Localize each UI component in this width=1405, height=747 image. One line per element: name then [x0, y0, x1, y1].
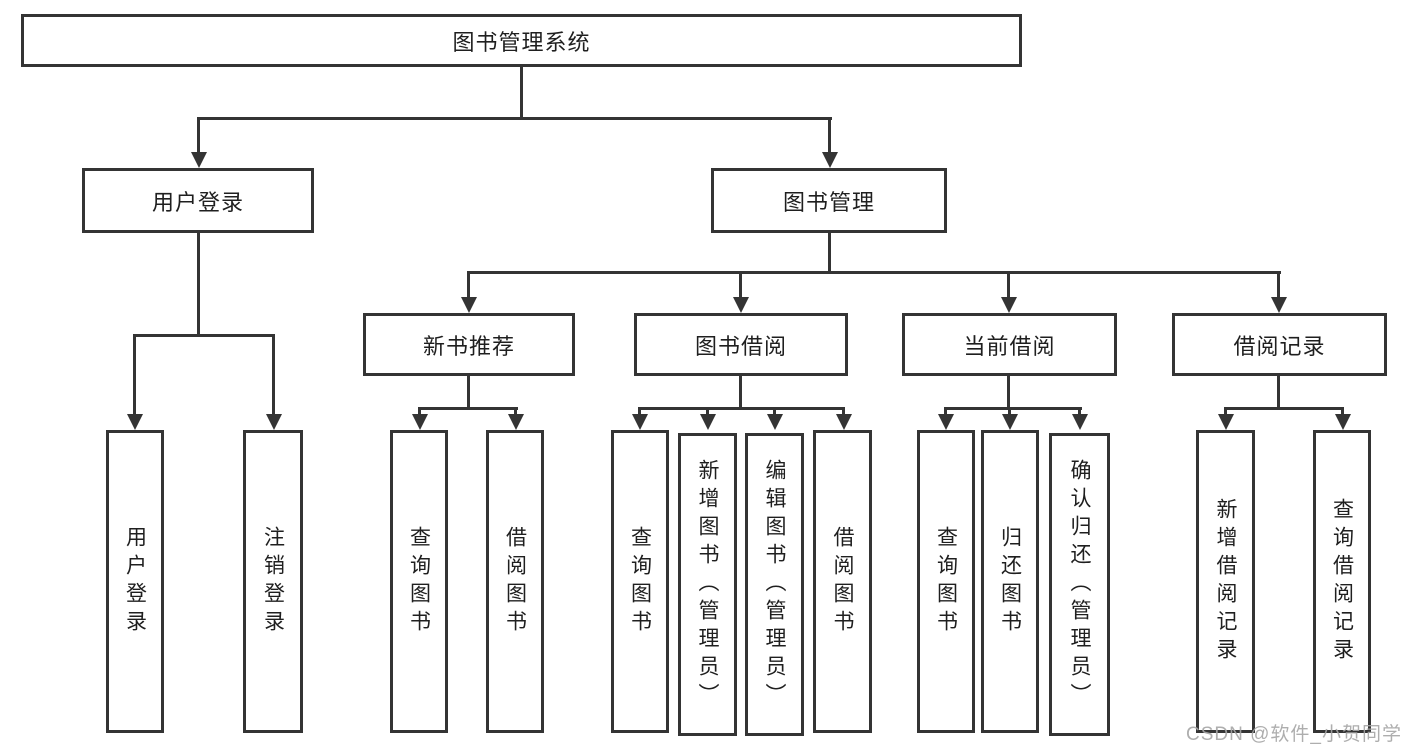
arrow-borrowing-add	[706, 408, 709, 414]
connector-level3-rail	[467, 271, 1281, 274]
leaf-records-add-label: 新增借阅记录	[1214, 497, 1237, 666]
leaf-new-books-query: 查询图书	[390, 430, 448, 733]
leaf-borrowing-add: 新增图书（管理员）	[678, 433, 737, 736]
arrow-borrowing-borrow	[842, 408, 845, 414]
arrow-records-query	[1341, 408, 1344, 414]
node-current-label: 当前借阅	[963, 333, 1056, 359]
arrow-borrowing-query	[638, 408, 641, 414]
leaf-current-confirm: 确认归还（管理员）	[1049, 433, 1110, 736]
node-book-mgmt: 图书管理	[711, 168, 947, 233]
arrow-current-return	[1008, 408, 1011, 414]
arrow-to-user-login	[197, 118, 200, 152]
connector-current-rail	[944, 407, 1082, 410]
leaf-records-query-label: 查询借阅记录	[1330, 497, 1354, 666]
csdn-watermark: CSDN @软件_小贺同学	[1186, 724, 1402, 745]
connector-new-books-stem	[467, 376, 470, 409]
node-user-login: 用户登录	[82, 168, 314, 233]
arrow-current-query	[944, 408, 947, 414]
arrow-new-books-query	[418, 408, 421, 414]
arrow-current-confirm	[1078, 408, 1081, 414]
node-root: 图书管理系统	[21, 14, 1022, 67]
connector-book-mgmt-stem	[828, 233, 831, 273]
leaf-borrowing-borrow-label: 借阅图书	[831, 525, 854, 638]
node-records: 借阅记录	[1172, 313, 1387, 376]
leaf-borrowing-add-label: 新增图书（管理员）	[696, 458, 719, 711]
arrow-to-leaf-logout	[272, 335, 275, 414]
connector-borrowing-stem	[739, 376, 742, 409]
leaf-current-return-label: 归还图书	[998, 525, 1022, 638]
leaf-user-login-label: 用户登录	[123, 525, 147, 638]
connector-level2-rail	[197, 117, 832, 120]
leaf-logout: 注销登录	[243, 430, 303, 733]
connector-borrowing-rail	[638, 407, 845, 410]
connector-user-login-stem	[197, 233, 200, 335]
leaf-current-return: 归还图书	[981, 430, 1039, 733]
node-user-login-label: 用户登录	[151, 189, 244, 215]
leaf-user-login: 用户登录	[106, 430, 164, 733]
connector-new-books-rail	[418, 407, 518, 410]
connector-root-stem	[520, 67, 523, 118]
leaf-records-add: 新增借阅记录	[1196, 430, 1255, 733]
arrow-to-current	[1007, 272, 1010, 297]
arrow-borrowing-edit	[773, 408, 776, 414]
arrow-to-records	[1277, 272, 1280, 297]
node-book-mgmt-label: 图书管理	[782, 189, 875, 215]
leaf-new-books-borrow: 借阅图书	[486, 430, 544, 733]
node-borrowing-label: 图书借阅	[694, 333, 787, 359]
leaf-current-query: 查询图书	[917, 430, 975, 733]
leaf-borrowing-query-label: 查询图书	[628, 525, 652, 638]
leaf-borrowing-query: 查询图书	[611, 430, 669, 733]
leaf-current-query-label: 查询图书	[934, 525, 958, 638]
leaf-new-books-borrow-label: 借阅图书	[503, 525, 527, 638]
connector-records-rail	[1224, 407, 1344, 410]
connector-user-login-rail	[133, 334, 275, 337]
leaf-records-query: 查询借阅记录	[1313, 430, 1371, 733]
leaf-borrowing-edit: 编辑图书（管理员）	[745, 433, 804, 736]
leaf-logout-label: 注销登录	[261, 525, 285, 638]
leaf-borrowing-borrow: 借阅图书	[813, 430, 872, 733]
node-current: 当前借阅	[902, 313, 1117, 376]
arrow-to-book-mgmt	[828, 118, 831, 152]
node-new-books: 新书推荐	[363, 313, 575, 376]
arrow-to-borrowing	[739, 272, 742, 297]
arrow-to-new-books	[467, 272, 470, 297]
node-new-books-label: 新书推荐	[422, 333, 515, 359]
leaf-current-confirm-label: 确认归还（管理员）	[1068, 458, 1091, 711]
connector-current-stem	[1007, 376, 1010, 409]
arrow-new-books-borrow	[514, 408, 517, 414]
arrow-records-add	[1224, 408, 1227, 414]
node-root-label: 图书管理系统	[452, 29, 591, 55]
node-borrowing: 图书借阅	[634, 313, 848, 376]
leaf-borrowing-edit-label: 编辑图书（管理员）	[763, 458, 786, 711]
leaf-new-books-query-label: 查询图书	[407, 525, 431, 638]
arrow-to-leaf-login	[133, 335, 136, 414]
node-records-label: 借阅记录	[1233, 333, 1326, 359]
connector-records-stem	[1277, 376, 1280, 409]
